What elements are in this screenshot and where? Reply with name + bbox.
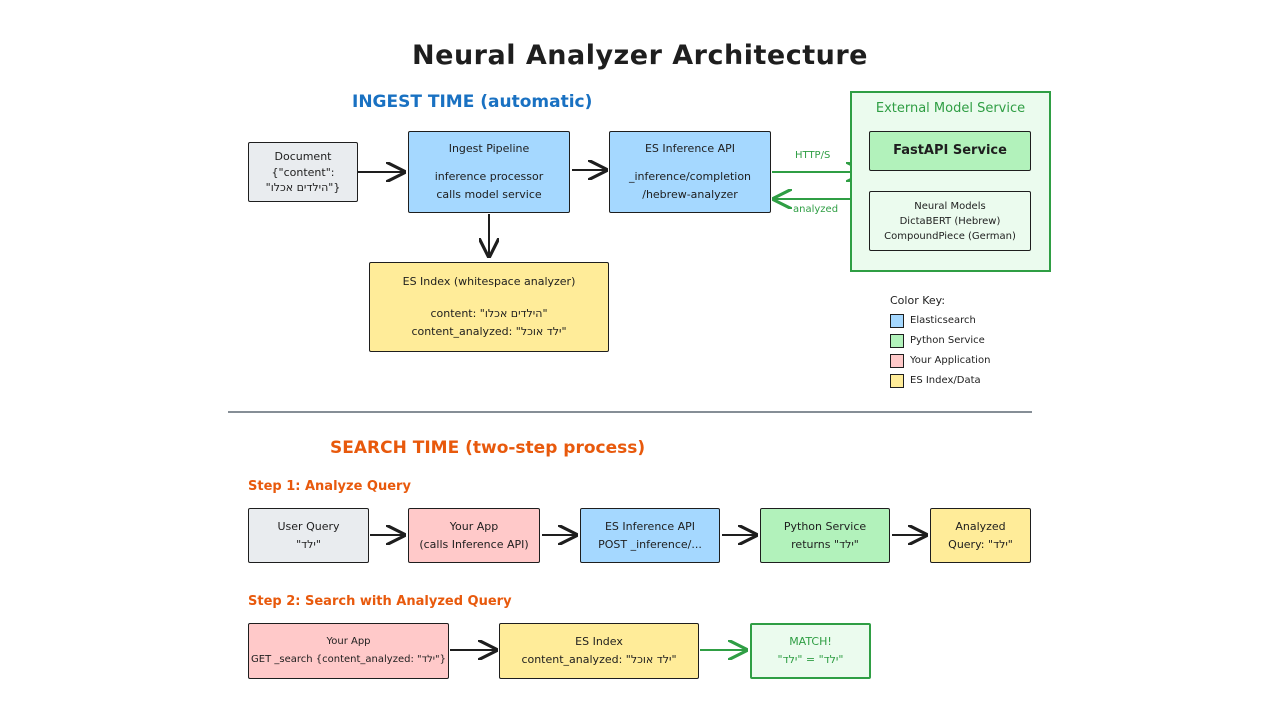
analyzed-query-node: Analyzed Query: "ילד" xyxy=(930,508,1031,563)
neural-models-node: Neural Models DictaBERT (Hebrew) Compoun… xyxy=(869,191,1031,251)
color-key-title: Color Key: xyxy=(890,294,946,307)
analyzed-query-value: Query: "ילד" xyxy=(948,537,1013,551)
user-query-node: User Query "ילד" xyxy=(248,508,369,563)
es-inference-step1-desc: POST _inference/... xyxy=(598,537,702,551)
neural-models-line2: CompoundPiece (German) xyxy=(884,230,1016,242)
user-query-value: "ילד" xyxy=(296,537,321,551)
your-app-step1-node: Your App (calls Inference API) xyxy=(408,508,540,563)
key-label-es-index-data: ES Index/Data xyxy=(910,375,981,386)
pipeline-title: Ingest Pipeline xyxy=(448,142,530,155)
document-json-key: {"content": xyxy=(271,166,335,179)
key-swatch-python-service xyxy=(890,334,904,348)
search-heading: SEARCH TIME (two-step process) xyxy=(330,438,646,458)
key-swatch-your-application xyxy=(890,354,904,368)
fastapi-service-node: FastAPI Service xyxy=(869,131,1031,171)
neural-models-title: Neural Models xyxy=(914,200,986,212)
your-app-step1-title: Your App xyxy=(449,519,499,533)
key-label-your-application: Your Application xyxy=(910,355,991,366)
diagram-title: Neural Analyzer Architecture xyxy=(412,40,868,71)
es-index-title: ES Index (whitespace analyzer) xyxy=(402,275,576,288)
document-node: Document {"content": "הילדים אכלו"} xyxy=(248,142,358,202)
python-service-step1-node: Python Service returns "ילד" xyxy=(760,508,890,563)
match-title: MATCH! xyxy=(789,635,832,648)
es-index-step2-title: ES Index xyxy=(575,635,623,648)
external-model-service-title: External Model Service xyxy=(875,101,1026,116)
inference-line2: /hebrew-analyzer xyxy=(642,188,738,201)
key-label-python-service: Python Service xyxy=(910,335,985,346)
pipeline-line2: calls model service xyxy=(436,188,542,201)
neural-models-line1: DictaBERT (Hebrew) xyxy=(899,215,1001,227)
user-query-title: User Query xyxy=(277,519,340,533)
es-index-step2-value: content_analyzed: "ילד אוכל" xyxy=(521,653,677,666)
ingest-pipeline-node: Ingest Pipeline inference processor call… xyxy=(408,131,570,213)
analyzed-label: analyzed xyxy=(793,204,839,215)
your-app-step2-node: Your App GET _search {content_analyzed: … xyxy=(248,623,449,679)
es-inference-api-node: ES Inference API _inference/completion /… xyxy=(609,131,771,213)
es-index-node: ES Index (whitespace analyzer) content: … xyxy=(369,262,609,352)
es-index-content-analyzed: content_analyzed: "ילד אוכל" xyxy=(411,325,567,338)
es-inference-step1-title: ES Inference API xyxy=(604,519,696,533)
ingest-heading: INGEST TIME (automatic) xyxy=(352,92,593,112)
python-service-desc: returns "ילד" xyxy=(791,537,859,551)
inference-title: ES Inference API xyxy=(644,142,736,155)
key-swatch-es-index-data xyxy=(890,374,904,388)
es-inference-step1-node: ES Inference API POST _inference/... xyxy=(580,508,720,563)
document-label: Document xyxy=(274,150,332,163)
key-label-elasticsearch: Elasticsearch xyxy=(910,315,976,326)
es-index-step2-node: ES Index content_analyzed: "ילד אוכל" xyxy=(499,623,699,679)
python-service-title: Python Service xyxy=(783,519,867,533)
your-app-step2-query: GET _search {content_analyzed: "ילד"} xyxy=(251,654,446,665)
pipeline-line1: inference processor xyxy=(434,170,544,183)
fastapi-label: FastAPI Service xyxy=(893,143,1007,158)
your-app-step2-title: Your App xyxy=(326,636,371,647)
es-index-content: content: "הילדים אכלו" xyxy=(430,307,548,320)
your-app-step1-desc: (calls Inference API) xyxy=(419,537,529,551)
https-label: HTTP/S xyxy=(795,150,831,161)
key-swatch-elasticsearch xyxy=(890,314,904,328)
step1-label: Step 1: Analyze Query xyxy=(248,479,411,494)
inference-line1: _inference/completion xyxy=(628,170,752,183)
match-node: MATCH! "ילד" = "ילד" xyxy=(750,623,871,679)
analyzed-query-title: Analyzed xyxy=(955,519,1006,533)
match-equation: "ילד" = "ילד" xyxy=(777,653,844,666)
document-json-value: "הילדים אכלו"} xyxy=(265,181,341,194)
step2-label: Step 2: Search with Analyzed Query xyxy=(248,594,512,609)
